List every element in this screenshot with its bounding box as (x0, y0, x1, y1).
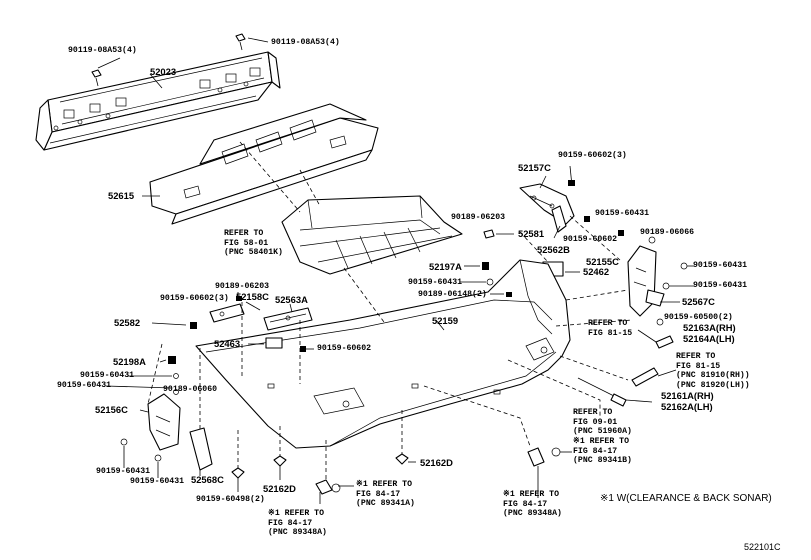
reference-note: REFER TO FIG 81-15 (PNC 81910(RH)) (PNC … (676, 352, 750, 390)
part-label: 52197A (429, 261, 462, 272)
diagram-code: 522101C (744, 542, 781, 552)
part-label: 90159-60498(2) (196, 495, 265, 504)
part-label: 52568C (191, 474, 224, 485)
part-label: 52563A (275, 294, 308, 305)
reference-note: ※1 REFER TO FIG 84-17 (PNC 89348A) (503, 490, 562, 519)
part-label: 90189-06203 (451, 213, 506, 222)
part-label: 90159-60602(3) (160, 294, 229, 303)
bolt-icons (91, 33, 246, 87)
side-retainer-left-drawing (147, 393, 213, 471)
part-label: 52162A(LH) (661, 401, 713, 412)
part-label: 90189-06148(2) (418, 290, 487, 299)
part-label: 52159 (432, 315, 459, 326)
reference-note: ※1 REFER TO FIG 84-17 (PNC 89348A) (268, 509, 327, 538)
part-label: 52462 (583, 266, 610, 277)
part-label: 52163A(RH) (683, 322, 736, 333)
part-label: 52581 (518, 228, 545, 239)
part-label: 90159-60431 (693, 261, 748, 270)
part-label: 90159-60431 (408, 278, 463, 287)
part-label: 90159-60500(2) (664, 313, 733, 322)
reference-note: ※1 REFER TO FIG 84-17 (PNC 89341B) (573, 437, 632, 466)
undercover-drawing (281, 195, 463, 275)
bumper-reinforcement-drawing (35, 51, 281, 151)
part-label: 52463 (214, 338, 241, 349)
part-label: 90189-06060 (163, 385, 218, 394)
reference-note: REFER TO FIG 58-01 (PNC 58401K) (224, 229, 283, 258)
part-label: 52023 (150, 66, 177, 77)
reference-note: REFER TO FIG 81-15 (588, 319, 633, 338)
part-label: 52198A (113, 356, 146, 367)
part-label: 90159-60431 (130, 477, 185, 486)
part-label: 90159-60431 (595, 209, 650, 218)
bumper-cover-drawing (195, 259, 571, 449)
part-label: 52164A(LH) (683, 333, 735, 344)
legend-note: ※1 W(CLEARANCE & BACK SONAR) (600, 493, 772, 504)
part-label: 90189-06066 (640, 228, 695, 237)
part-label: 52155C (586, 256, 619, 267)
part-label: 90159-60431 (57, 381, 112, 390)
part-label: 90119-08A53(4) (68, 46, 137, 55)
part-label: 90159-60602(3) (558, 151, 627, 160)
part-label: 52582 (114, 317, 141, 328)
part-label: 52157C (518, 162, 551, 173)
dashed-leaders (147, 141, 633, 480)
part-label: 52567C (682, 296, 715, 307)
part-label: 52156C (95, 404, 128, 415)
energy-absorber-drawing (149, 103, 379, 225)
part-label: 90159-60431 (96, 467, 151, 476)
part-label: 52161A(RH) (661, 390, 714, 401)
part-label: 52162D (420, 457, 453, 468)
part-label: 90119-08A53(4) (271, 38, 340, 47)
part-label: 52615 (108, 190, 135, 201)
part-label: 52158C (236, 291, 269, 302)
part-label: 90159-60431 (693, 281, 748, 290)
reference-note: ※1 REFER TO FIG 84-17 (PNC 89341A) (356, 480, 415, 509)
part-label: 90159-60602 (317, 344, 372, 353)
left-bracket-drawing (209, 303, 313, 331)
part-label: 52562B (537, 244, 570, 255)
reference-note: REFER TO FIG 09-01 (PNC 51960A) (573, 408, 632, 437)
part-label: 52162D (263, 483, 296, 494)
part-label: 90159-60431 (80, 371, 135, 380)
part-label: 90189-06203 (215, 282, 270, 291)
right-bracket-drawing (519, 183, 575, 233)
part-label: 90159-60602 (563, 235, 618, 244)
side-retainer-right-drawing (627, 245, 665, 317)
